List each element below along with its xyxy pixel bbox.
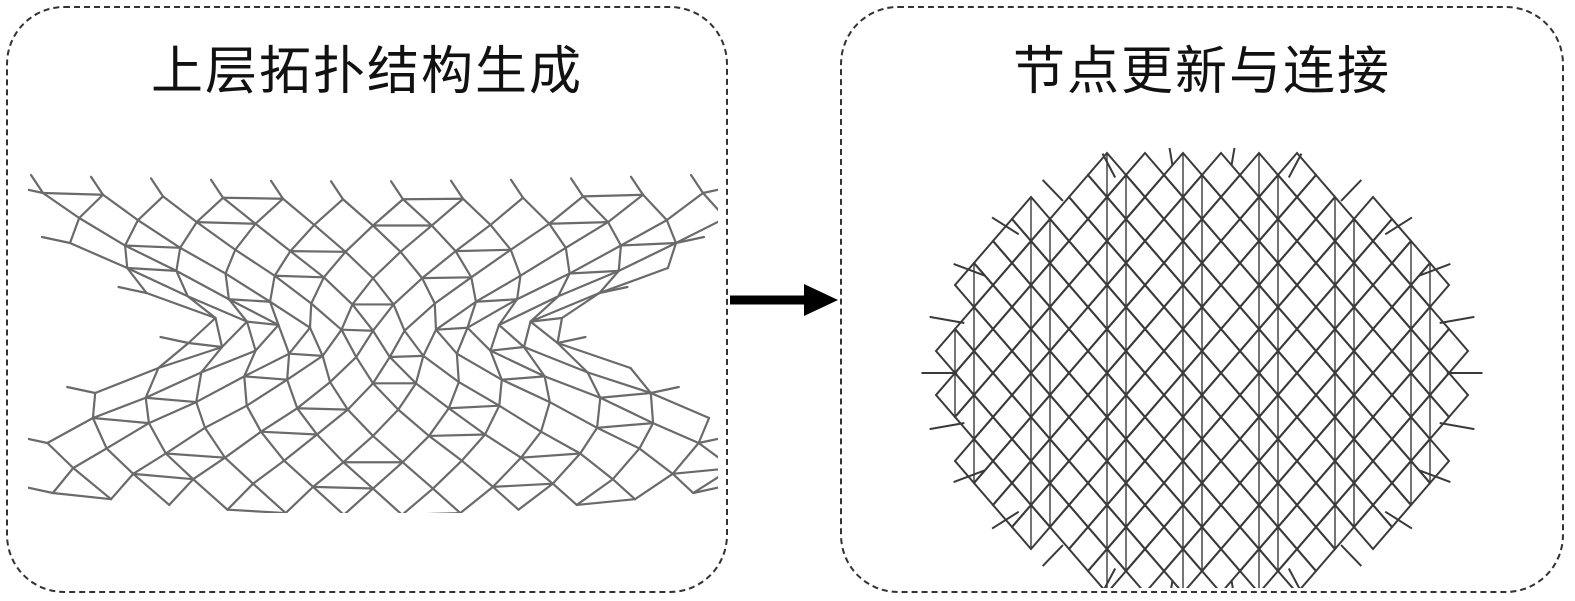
updated-node-mesh — [921, 148, 1483, 588]
node-update-title: 节点更新与连接 — [1012, 42, 1391, 102]
upper-topology-mesh — [28, 173, 718, 513]
topology-generation-panel: 上层拓扑结构生成 — [6, 6, 728, 593]
right-arrow-icon — [730, 284, 838, 316]
topology-generation-title: 上层拓扑结构生成 — [150, 42, 583, 102]
node-update-panel: 节点更新与连接 — [840, 6, 1564, 593]
